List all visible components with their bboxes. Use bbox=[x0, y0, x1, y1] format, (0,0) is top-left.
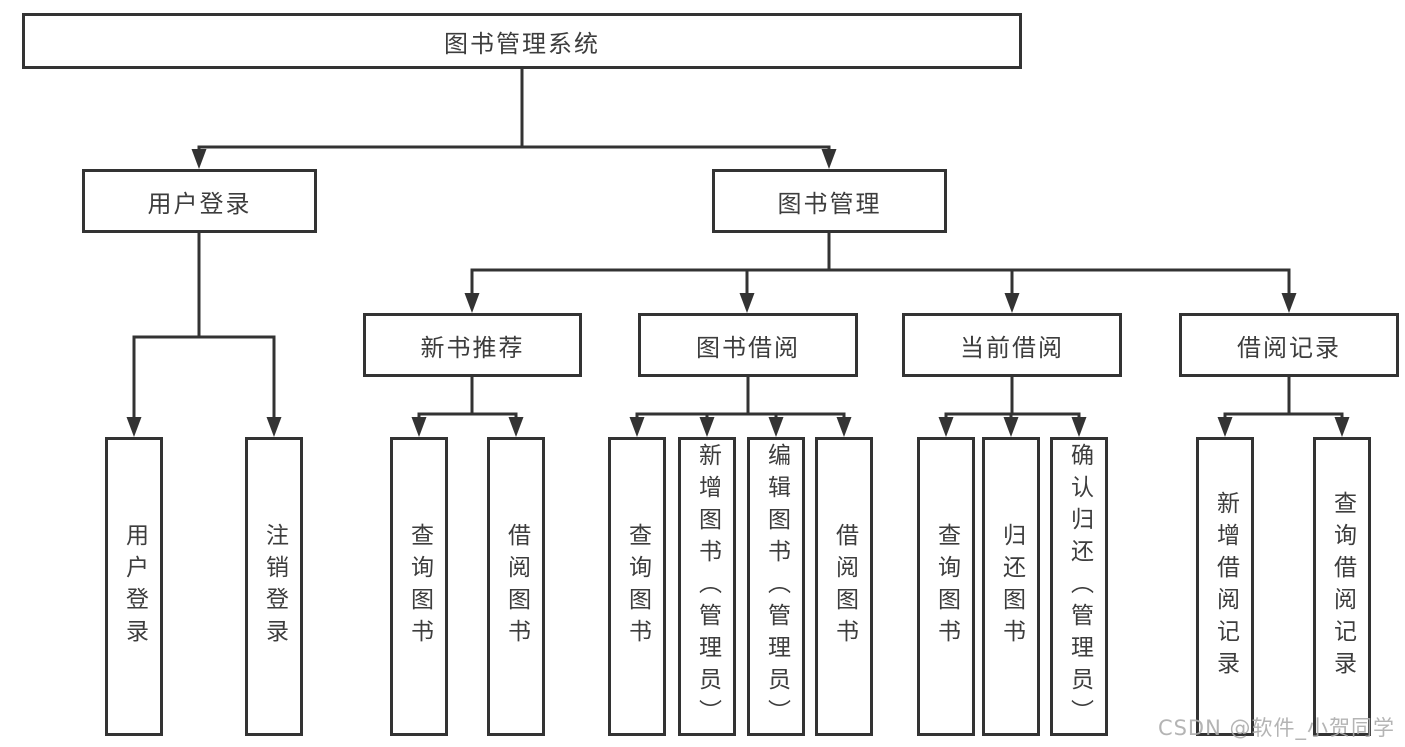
leaf-edit-books-admin: 编辑图书（管理员） bbox=[747, 437, 805, 736]
arrow-icon bbox=[1071, 417, 1087, 437]
node-borrowing-records: 借阅记录 bbox=[1179, 313, 1399, 377]
leaf-confirm-return-admin: 确认归还（管理员） bbox=[1050, 437, 1108, 736]
leaf-add-borrow-record: 新增借阅记录 bbox=[1196, 437, 1254, 736]
arrow-icon bbox=[508, 417, 524, 437]
arrow-icon bbox=[1003, 417, 1019, 437]
leaf-query-books: 查询图书 bbox=[917, 437, 975, 736]
arrow-icon bbox=[629, 417, 645, 437]
leaf-user-login: 用户登录 bbox=[105, 437, 163, 736]
arrow-icon bbox=[126, 417, 142, 437]
node-current-borrowing: 当前借阅 bbox=[902, 313, 1122, 377]
arrow-icon bbox=[699, 417, 715, 437]
arrow-icon bbox=[1281, 293, 1297, 313]
arrow-icon bbox=[266, 417, 282, 437]
arrow-icon bbox=[1217, 417, 1233, 437]
arrow-icon bbox=[1334, 417, 1350, 437]
node-book-management: 图书管理 bbox=[712, 169, 947, 233]
arrow-icon bbox=[938, 417, 954, 437]
leaf-add-books-admin: 新增图书（管理员） bbox=[678, 437, 736, 736]
leaf-query-borrow-record: 查询借阅记录 bbox=[1313, 437, 1371, 736]
arrow-icon bbox=[464, 293, 480, 313]
arrow-icon bbox=[821, 149, 837, 169]
arrow-icon bbox=[191, 149, 207, 169]
arrow-icon bbox=[768, 417, 784, 437]
leaf-query-books: 查询图书 bbox=[608, 437, 666, 736]
node-library-system: 图书管理系统 bbox=[22, 13, 1022, 69]
arrow-icon bbox=[1004, 293, 1020, 313]
node-new-book-recommend: 新书推荐 bbox=[363, 313, 582, 377]
node-book-borrowing: 图书借阅 bbox=[638, 313, 858, 377]
leaf-borrow-books: 借阅图书 bbox=[487, 437, 545, 736]
arrow-icon bbox=[836, 417, 852, 437]
watermark: CSDN @软件_小贺同学 bbox=[1157, 716, 1395, 740]
leaf-return-books: 归还图书 bbox=[982, 437, 1040, 736]
leaf-logout: 注销登录 bbox=[245, 437, 303, 736]
leaf-query-books: 查询图书 bbox=[390, 437, 448, 736]
arrow-icon bbox=[739, 293, 755, 313]
leaf-borrow-books: 借阅图书 bbox=[815, 437, 873, 736]
arrowheads bbox=[126, 149, 1350, 437]
node-user-login: 用户登录 bbox=[82, 169, 317, 233]
arrow-icon bbox=[411, 417, 427, 437]
